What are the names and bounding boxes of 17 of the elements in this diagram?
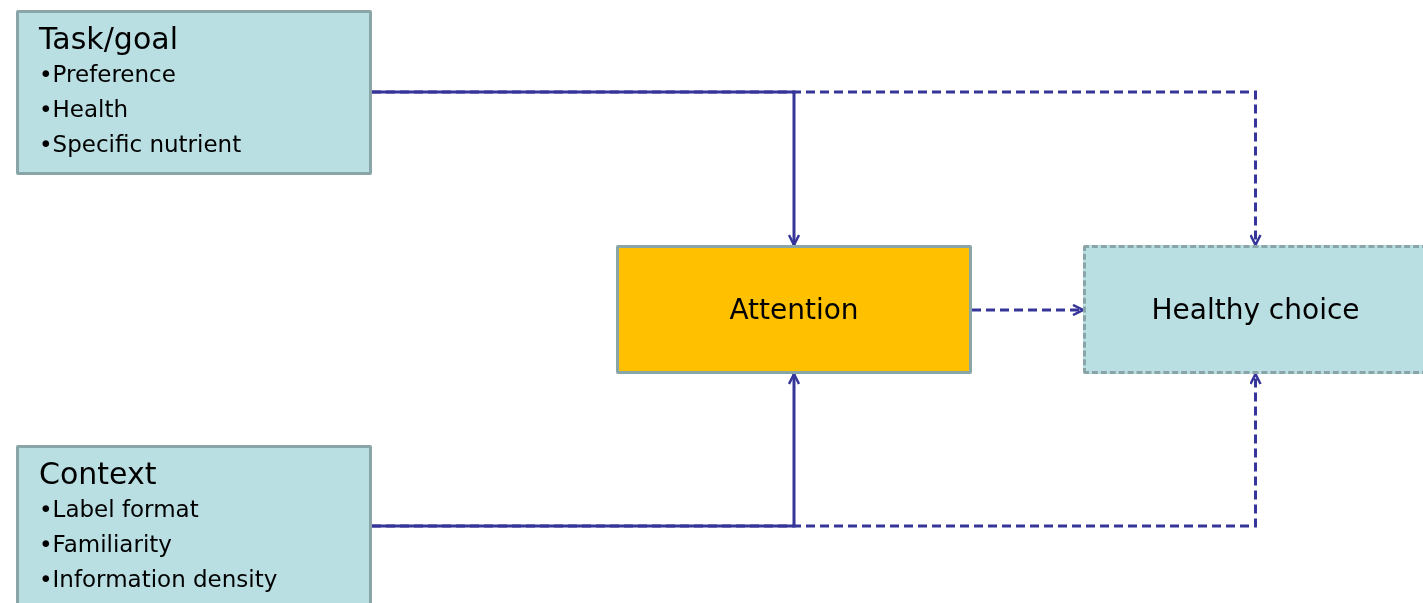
bullet-item: •Preference [39, 60, 176, 89]
arrow [372, 90, 801, 247]
bullet-item: •Specific nutrient [39, 130, 242, 159]
box-heading: Task/goal [39, 21, 178, 57]
arrow [372, 372, 801, 528]
bullet-item: •Label format [39, 495, 199, 524]
bullet-item: •Familiarity [39, 530, 172, 559]
arrow [972, 303, 1085, 317]
box-heading: Attention [729, 292, 859, 327]
bullet-item: •Health [39, 95, 129, 124]
bullet-item: •Information density [39, 565, 278, 594]
box-heading: Healthy choice [1151, 292, 1360, 327]
factor-box [16, 445, 372, 603]
process-box [1083, 245, 1423, 374]
process-box [616, 245, 972, 374]
box-heading: Context [39, 456, 157, 492]
factor-box [16, 10, 372, 175]
